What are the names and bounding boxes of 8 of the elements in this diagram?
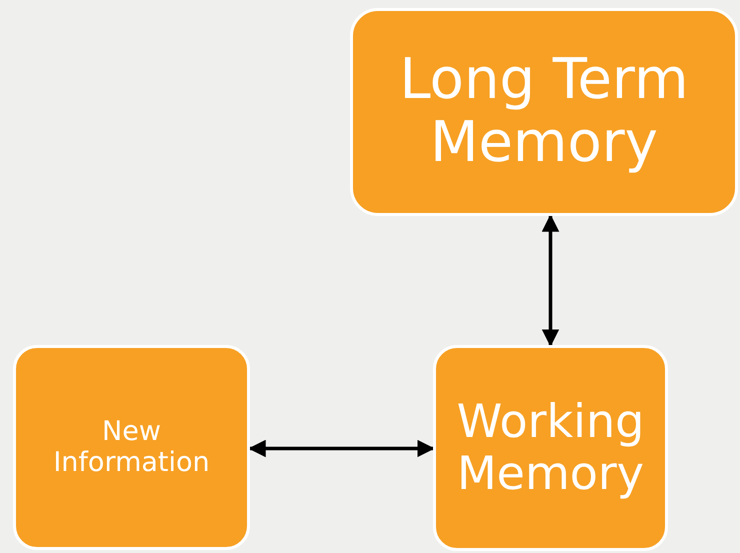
- rounded-box: [433, 345, 668, 551]
- box-label: Working Memory: [456, 396, 646, 500]
- box-label: New Information: [52, 417, 211, 478]
- box-label: Long Term Memory: [398, 49, 690, 175]
- rounded-box: [13, 345, 250, 550]
- double-arrow: [542, 214, 560, 347]
- rounded-box: [350, 8, 738, 216]
- double-arrow: [248, 440, 435, 458]
